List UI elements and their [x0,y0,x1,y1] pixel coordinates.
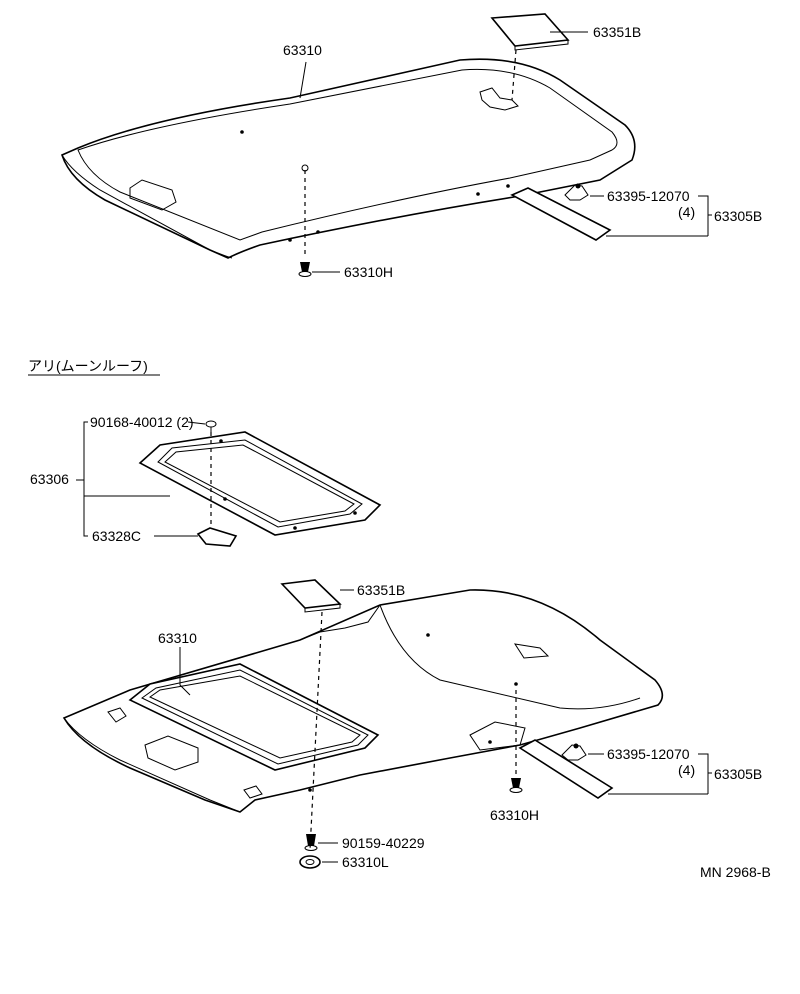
lower-nut-label: 63310L [342,854,389,870]
upper-fastener-icon [298,164,312,277]
lower-pad-label: 63351B [357,582,405,598]
bracket-frame [83,421,170,537]
upper-clip-qty: (4) [678,204,695,220]
reference-code: MN 2968-B [700,864,771,880]
lower-rail-label: 63305B [714,766,762,782]
upper-clip [564,183,589,201]
frame-label: 63306 [30,471,69,487]
bracket-upper-rail [698,195,712,236]
section-title: アリ(ムーンルーフ) [28,358,148,374]
lower-clip-label: 63395-12070 [607,746,690,762]
lower-rail [518,739,614,799]
moonroof-frame-icon [138,431,382,536]
lower-screw-label: 90159-40229 [342,835,425,851]
frame-screw-icon [205,420,217,434]
lower-sunroof-opening [128,663,380,771]
upper-rail-label: 63305B [714,208,762,224]
frame-cover-icon [196,527,238,547]
leader-lower-headlining [179,647,191,696]
lower-fastener-label: 63310H [490,807,539,823]
upper-clip-label: 63395-12070 [607,188,690,204]
upper-fastener-label: 63310H [344,264,393,280]
lower-headlining-panel [62,589,664,813]
lower-headlining-label: 63310 [158,630,197,646]
upper-pad [490,13,570,51]
lower-clip [561,743,587,761]
lower-nut-icon [299,855,321,869]
lower-screw-icon [304,834,318,851]
upper-headlining-label: 63310 [283,42,322,58]
leader-frame-screw-to-part [187,421,206,425]
lower-clip-qty: (4) [678,762,695,778]
upper-headlining-panel [61,58,636,259]
upper-pad-label: 63351B [593,24,641,40]
lower-fastener-icon [509,778,523,793]
leader-upper-headlining [299,61,307,99]
upper-rail [510,187,612,241]
bracket-lower-rail [698,753,712,794]
frame-cover-label: 63328C [92,528,141,544]
upper-pad-guide [511,49,517,101]
lower-pad [280,579,342,613]
frame-screw-label: 90168-40012 (2) [90,414,194,430]
